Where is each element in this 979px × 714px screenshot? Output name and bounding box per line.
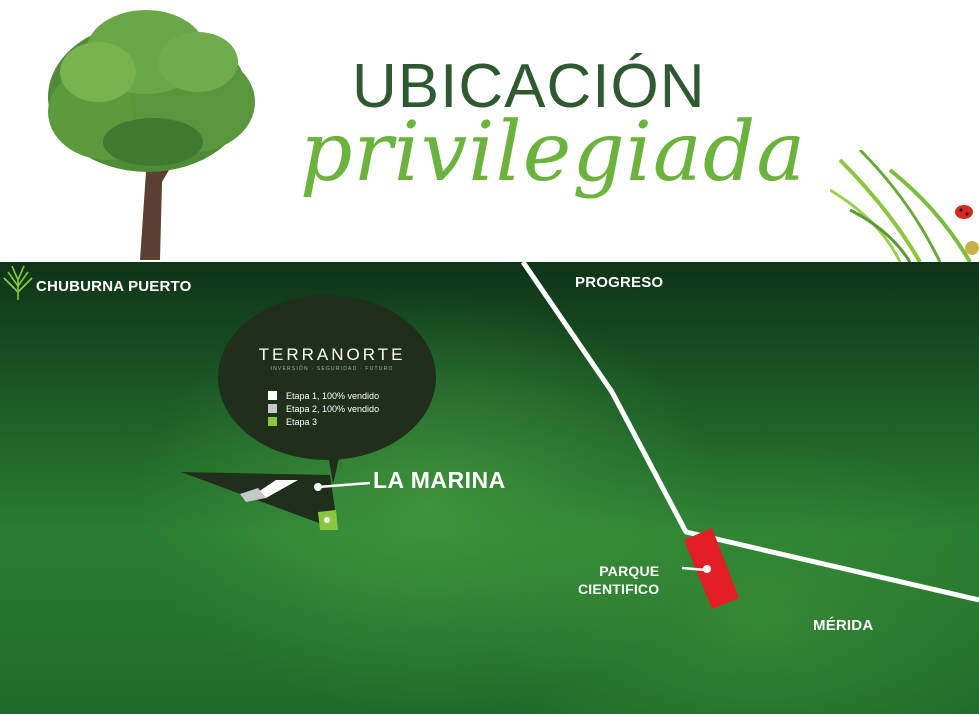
legend-label: Etapa 1, 100% vendido [286, 390, 380, 401]
map-legend: Etapa 1, 100% vendido Etapa 2, 100% vend… [268, 389, 379, 428]
header: UBICACIÓN privilegiada [0, 0, 979, 262]
marina-pointer [317, 481, 371, 489]
label-la-marina: LA MARINA [373, 467, 506, 493]
legend-item-etapa2: Etapa 2, 100% vendido [268, 402, 379, 415]
tree-icon [48, 10, 255, 260]
legend-item-etapa1: Etapa 1, 100% vendido [268, 389, 379, 402]
map-area: CHUBURNA PUERTO PROGRESO MÉRIDA PARQUE C… [0, 262, 979, 714]
legend-swatch [268, 417, 277, 426]
terranorte-logo-icon [3, 265, 33, 300]
road-progreso-merida [520, 262, 979, 603]
etapa3-marker-icon [324, 517, 330, 523]
label-chuburna-puerto: CHUBURNA PUERTO [36, 278, 192, 295]
legend-item-etapa3: Etapa 3 [268, 415, 379, 428]
parque-pointer [681, 566, 707, 572]
legend-label: Etapa 2, 100% vendido [286, 403, 380, 414]
brand-name: TERRANORTE [258, 345, 406, 364]
map-graphics [181, 262, 979, 609]
parque-marker-icon [703, 565, 711, 573]
label-parque-cientifico: PARQUE CIENTIFICO [578, 562, 659, 598]
label-merida: MÉRIDA [813, 617, 874, 634]
label-parque-line1: PARQUE [599, 563, 660, 579]
brand-bubble [218, 295, 436, 460]
page-subtitle: privilegiada [300, 105, 807, 200]
label-progreso: PROGRESO [575, 274, 664, 291]
legend-label: Etapa 3 [286, 416, 318, 427]
brand-tagline: INVERSIÓN · SEGURIDAD · FUTURO [270, 366, 394, 372]
parque-cientifico-area [684, 528, 739, 609]
la-marina-area [181, 472, 338, 530]
etapa2-area [240, 488, 266, 502]
grass-ladybug-icon [830, 150, 979, 262]
etapa1-area [255, 480, 298, 498]
legend-swatch [268, 391, 277, 400]
label-parque-line2: CIENTIFICO [578, 581, 660, 597]
bubble-pointer [328, 454, 340, 484]
legend-swatch [268, 404, 277, 413]
page-title: UBICACIÓN [352, 52, 706, 121]
marina-marker-icon [314, 483, 322, 491]
